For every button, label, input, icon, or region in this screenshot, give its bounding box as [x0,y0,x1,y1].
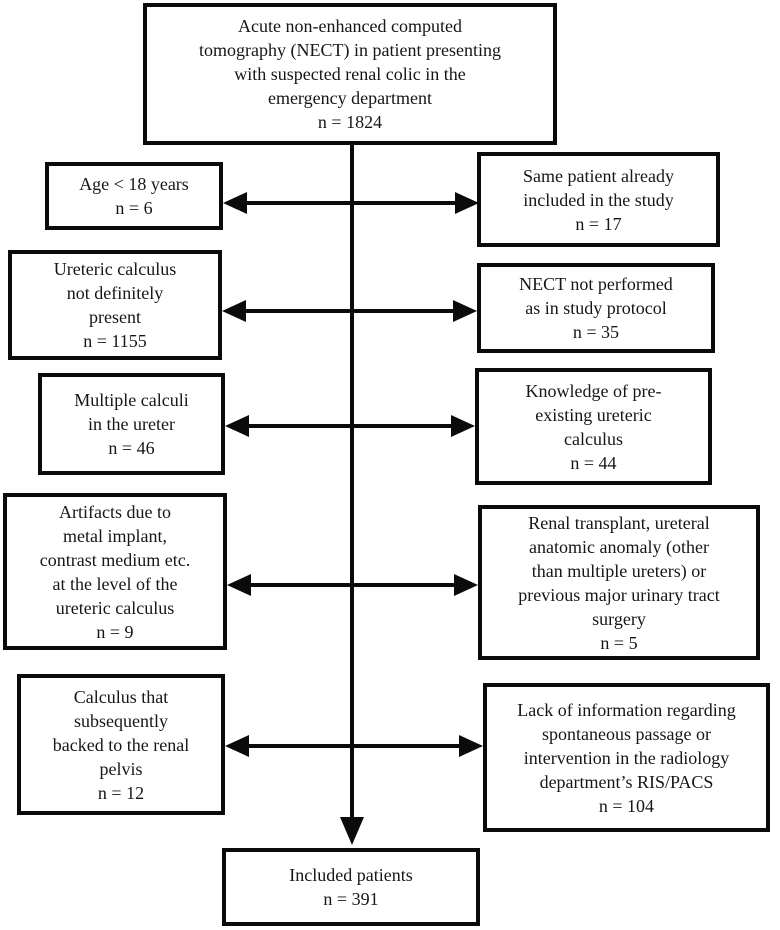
box-exclusion-same-patient-text: Same patient already included in the stu… [523,165,674,234]
box-exclusion-artifacts: Artifacts due to metal implant, contrast… [3,493,227,650]
box-exclusion-same-patient: Same patient already included in the stu… [477,152,720,247]
box-exclusion-preexisting-calculus: Knowledge of pre- existing ureteric calc… [475,368,712,485]
box-exclusion-artifacts-text: Artifacts due to metal implant, contrast… [39,501,191,642]
box-exclusion-multiple-calculi-text: Multiple calculi in the ureter n = 46 [74,390,189,458]
box-exclusion-transplant-anomaly-text: Renal transplant, ureteral anatomic anom… [518,512,720,653]
box-exclusion-no-definite-calculus-text: Ureteric calculus not definitely present… [53,259,177,351]
box-exclusion-backed-calculus: Calculus that subsequently backed to the… [17,674,225,815]
box-exclusion-age-text: Age < 18 years n = 6 [79,174,189,218]
exclusion-arrow-row4 [227,574,478,596]
box-exclusion-protocol: NECT not performed as in study protocol … [477,263,715,353]
box-source-population-text: Acute non-enhanced computed tomography (… [199,16,501,132]
exclusion-arrow-row3 [225,415,475,437]
box-exclusion-no-definite-calculus: Ureteric calculus not definitely present… [8,250,222,360]
box-exclusion-missing-information-text: Lack of information regarding spontaneou… [517,699,736,816]
box-exclusion-multiple-calculi: Multiple calculi in the ureter n = 46 [38,373,225,475]
box-exclusion-transplant-anomaly: Renal transplant, ureteral anatomic anom… [478,505,760,660]
exclusion-arrow-row5 [225,735,483,757]
box-included-patients-text: Included patients n = 391 [289,865,413,909]
box-exclusion-preexisting-calculus-text: Knowledge of pre- existing ureteric calc… [525,380,662,473]
box-source-population: Acute non-enhanced computed tomography (… [143,3,557,145]
exclusion-arrow-row1 [223,192,479,214]
box-exclusion-protocol-text: NECT not performed as in study protocol … [519,274,673,342]
main-flow-arrow [340,143,364,845]
box-included-patients: Included patients n = 391 [222,848,480,926]
exclusion-arrow-row2 [222,300,477,322]
box-exclusion-backed-calculus-text: Calculus that subsequently backed to the… [52,686,190,803]
box-exclusion-missing-information: Lack of information regarding spontaneou… [483,683,770,832]
box-exclusion-age: Age < 18 years n = 6 [45,162,223,230]
